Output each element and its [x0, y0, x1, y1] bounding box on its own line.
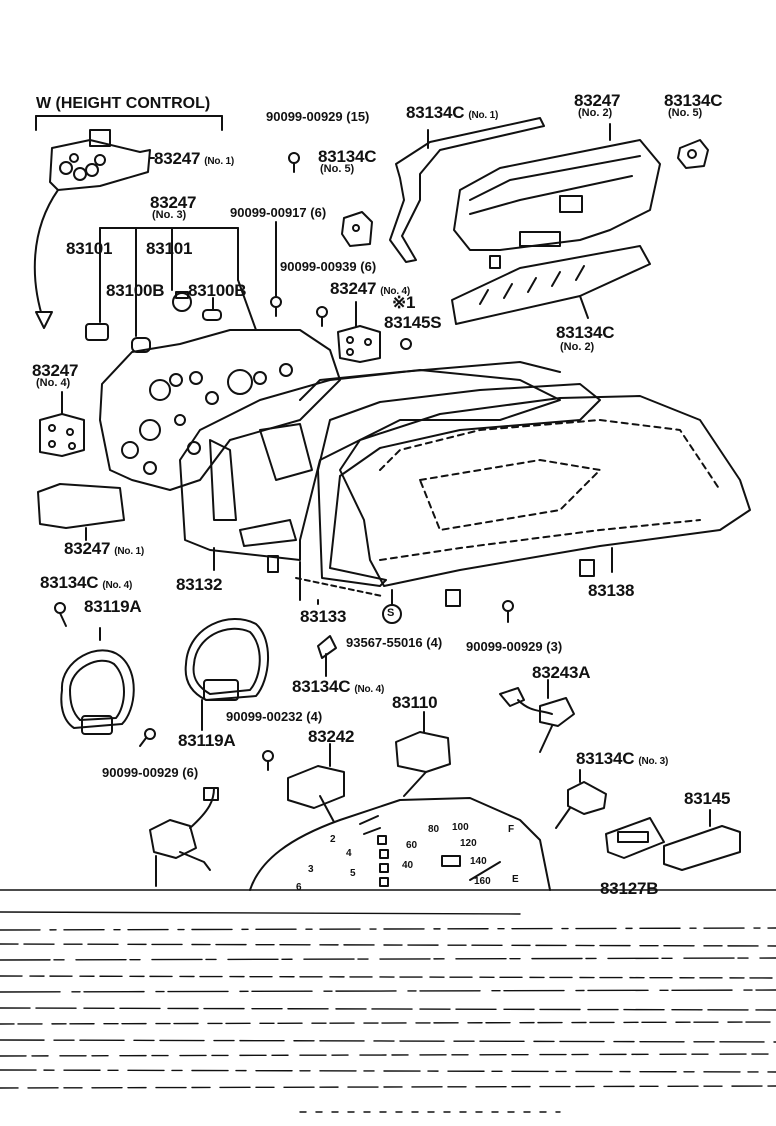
dial-num: 4 — [346, 848, 352, 859]
meter-unit-83247-no2 — [453, 123, 661, 269]
dial-num: 120 — [460, 838, 477, 849]
dial-num: 160 — [474, 876, 491, 887]
bracket-83134c-no1 — [389, 117, 545, 263]
parts-83145-83127b — [605, 809, 741, 871]
dial-num: F — [508, 824, 514, 835]
label-90099-00929-15: 90099-00929 (15) — [266, 109, 370, 124]
plate-83247-no1-bottom — [37, 483, 125, 541]
clip-83134c-no5-mid — [341, 211, 373, 247]
label-83134c-no4-mid: 83134C(No. 4) — [292, 677, 385, 696]
label-83100b-b: 83100B — [188, 281, 247, 300]
label-90099-00939: 90099-00939 (6) — [280, 259, 377, 274]
label-83247-no4-left-sub: (No. 4) — [36, 377, 71, 389]
label-83101-a: 83101 — [66, 239, 113, 258]
sensor-83242 — [287, 743, 345, 823]
label-83247-no4-mid: 83247(No. 4) — [330, 279, 410, 298]
label-83247-no3-sub: (No. 3) — [152, 209, 187, 221]
dial-num: 6 — [296, 882, 302, 893]
dial-num: 5 — [350, 868, 356, 879]
s-mark: S — [387, 607, 395, 619]
screws — [54, 152, 514, 771]
dial-face — [249, 797, 551, 891]
bracket-83247-no4-left — [39, 391, 85, 457]
label-83247-no1-bottom: 83247(No. 1) — [64, 539, 144, 558]
label-83132: 83132 — [176, 575, 223, 594]
w-group-bracket — [35, 115, 223, 131]
curved-arrow — [33, 189, 59, 329]
leaders-top-left — [99, 227, 257, 337]
housing-83132 — [179, 369, 561, 573]
label-90099-00917: 90099-00917 (6) — [230, 205, 327, 220]
label-83247-no4-left: 83247 — [32, 361, 79, 380]
label-83145s: 83145S — [384, 313, 442, 332]
label-83134c-no4-left: 83134C(No. 4) — [40, 573, 133, 592]
s-leader — [382, 589, 402, 624]
group-title: W (HEIGHT CONTROL) — [36, 95, 211, 112]
label-83134c-no5-mid: 83134C — [318, 147, 377, 166]
label-83133: 83133 — [300, 607, 347, 626]
label-83134c-no1: 83134C(No. 1) — [406, 103, 499, 122]
label-83247-no3: 83247 — [150, 193, 197, 212]
label-83242: 83242 — [308, 727, 355, 746]
strip-83134c-no2 — [451, 245, 651, 325]
gauge-83110 — [395, 711, 451, 797]
label-83247-no2: 83247 — [574, 91, 621, 110]
label-83119a-b: 83119A — [178, 731, 236, 750]
dial-num: 140 — [470, 856, 487, 867]
label-83101-b: 83101 — [146, 239, 193, 258]
dial-num: 100 — [452, 822, 469, 833]
dial-num: 60 — [406, 840, 418, 851]
label-90099-00929-3: 90099-00929 (3) — [466, 639, 563, 654]
label-83243a: 83243A — [532, 663, 591, 682]
label-83134c-no3: 83134C(No. 3) — [576, 749, 669, 768]
bracket-83247-no4-mid — [337, 301, 381, 363]
dial-num: 2 — [330, 834, 336, 845]
label-83110: 83110 — [392, 693, 438, 712]
label-90099-00929-6: 90099-00929 (6) — [102, 765, 199, 780]
label-83247-no1-top: 83247(No. 1) — [154, 149, 234, 168]
label-90099-00232: 90099-00232 (4) — [226, 709, 323, 724]
part-83243a — [499, 679, 575, 753]
label-83145: 83145 — [684, 789, 731, 808]
dial-num: 40 — [402, 860, 414, 871]
bulb-sockets — [85, 291, 222, 353]
label-83134c-no2-sub: (No. 2) — [560, 341, 595, 353]
clip-83134c-no3 — [555, 769, 607, 829]
dial-numbers: 80 100 120 140 160 60 40 2 3 4 5 6 E F — [296, 822, 519, 893]
dial-num: 80 — [428, 824, 440, 835]
label-83100b-a: 83100B — [106, 281, 165, 300]
label-83134c-no5-right-sub: (No. 5) — [668, 107, 703, 119]
label-83138: 83138 — [588, 581, 635, 600]
label-83247-no2-sub: (No. 2) — [578, 107, 613, 119]
label-83119a-a: 83119A — [84, 597, 142, 616]
circuit-board — [99, 329, 341, 491]
scan-noise — [0, 889, 776, 1113]
dial-num: E — [512, 874, 519, 885]
label-93567-55016: 93567-55016 (4) — [346, 635, 443, 650]
label-83134c-no5-right: 83134C — [664, 91, 723, 110]
dial-num: 3 — [308, 864, 314, 875]
clip-83134c-no4-mid — [317, 635, 337, 677]
wire-harness — [149, 787, 219, 887]
label-83127b: 83127B — [600, 879, 659, 898]
label-83134c-no2: 83134C — [556, 323, 615, 342]
plate-83247-no1-top — [49, 129, 155, 191]
label-83134c-no5-mid-sub: (No. 5) — [320, 163, 355, 175]
ring-83119a-right — [184, 618, 269, 731]
ring-83119a-left — [60, 627, 135, 735]
lens-83138 — [339, 395, 751, 607]
footnote-mark: ※1 — [392, 293, 416, 312]
clip-83134c-no5-right — [677, 139, 709, 169]
